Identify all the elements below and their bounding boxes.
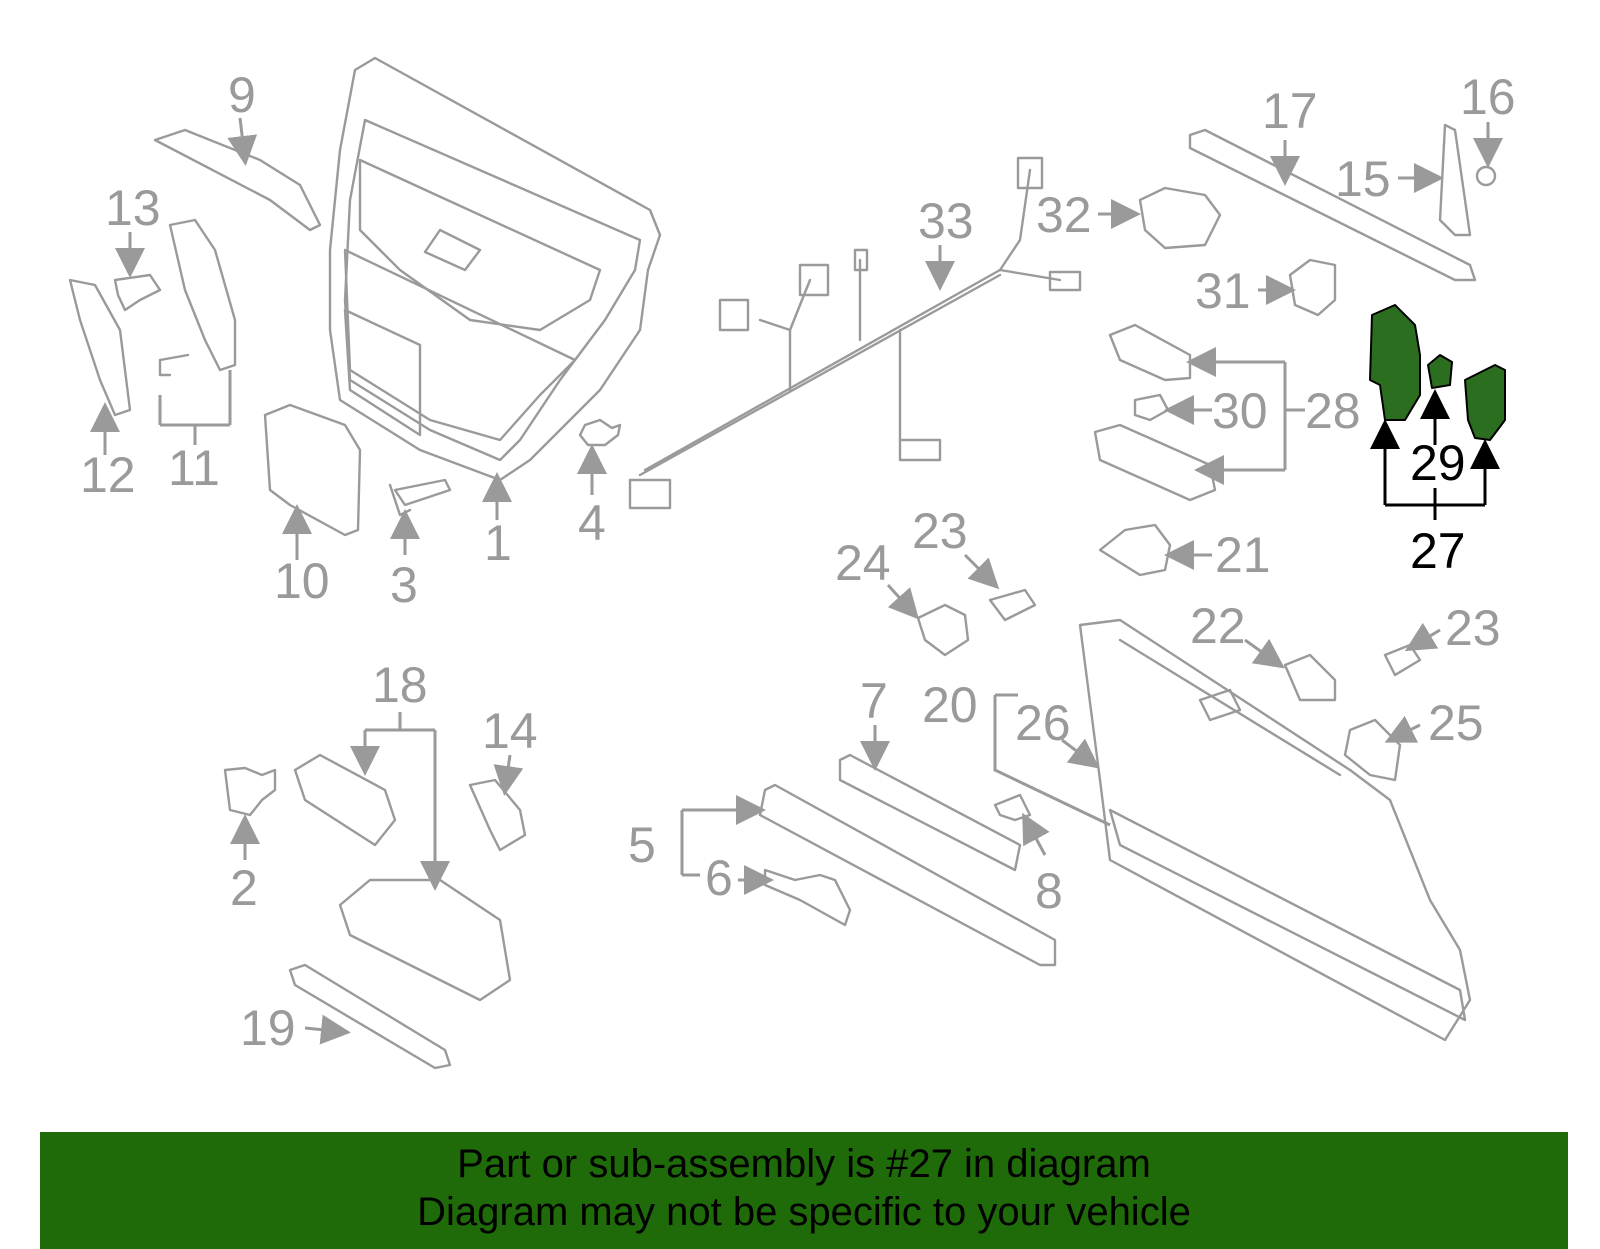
callout-14: 14: [482, 703, 538, 759]
sunshade: [1078, 618, 1472, 1042]
banner-line-2: Diagram may not be specific to your vehi…: [417, 1190, 1191, 1234]
callout-2: 2: [230, 860, 258, 916]
lamp-housing-top: [1108, 323, 1192, 382]
clip-22: [1283, 653, 1337, 702]
leader-lines-27: [1370, 389, 1500, 520]
triangle-trim: [1438, 123, 1472, 237]
bulb-29: [1427, 354, 1453, 389]
armrest-housing: [338, 878, 512, 1002]
callout-22: 22: [1190, 598, 1246, 654]
info-banner: Part or sub-assembly is #27 in diagram D…: [40, 1132, 1568, 1249]
trim-strip: [153, 128, 322, 232]
pad-23a: [988, 588, 1037, 622]
pillar-trim: [68, 278, 132, 417]
callout-23b: 23: [1445, 600, 1501, 656]
callout-8: 8: [1035, 863, 1063, 919]
screw: [158, 353, 190, 377]
callout-16: 16: [1460, 69, 1516, 125]
part-27-assembly: [1369, 304, 1506, 441]
clip-8: [993, 793, 1032, 822]
bracket-25: [1343, 718, 1402, 782]
callout-21: 21: [1215, 527, 1271, 583]
switch-module: [1138, 186, 1222, 250]
clip: [113, 273, 162, 312]
callout-20: 20: [922, 677, 978, 733]
callout-31: 31: [1195, 263, 1251, 319]
bracket: [1098, 523, 1172, 577]
callout-11: 11: [168, 440, 220, 496]
lamp-housing: [1369, 304, 1421, 421]
callout-26: 26: [1015, 695, 1071, 751]
callout-13: 13: [105, 180, 161, 236]
lens-29: [1464, 364, 1506, 441]
callout-25: 25: [1428, 695, 1484, 751]
callout-17: 17: [1262, 83, 1318, 139]
callout-4: 4: [578, 495, 606, 551]
switch-cover: [1288, 258, 1337, 317]
callout-30: 30: [1212, 383, 1268, 439]
handle-cup: [293, 753, 397, 847]
callout-24: 24: [835, 535, 891, 591]
callout-3: 3: [390, 557, 418, 613]
push-clip: [578, 418, 622, 447]
lamp-lens: [1093, 423, 1217, 502]
trim-19: [288, 963, 452, 1070]
callout-29: 29: [1410, 435, 1466, 491]
wiring-harness: [628, 156, 1082, 510]
callout-5: 5: [628, 817, 656, 873]
callout-28: 28: [1305, 383, 1361, 439]
callout-12: 12: [80, 447, 136, 503]
speaker-cover: [263, 403, 362, 537]
banner-line-1: Part or sub-assembly is #27 in diagram: [457, 1142, 1151, 1186]
sill-strip: [758, 783, 1057, 967]
handle-bracket: [168, 218, 237, 372]
callout-18: 18: [372, 657, 428, 713]
callout-19: 19: [240, 1000, 296, 1056]
callout-15: 15: [1335, 151, 1391, 207]
callout-6: 6: [705, 850, 733, 906]
pad-23b: [1383, 643, 1422, 677]
callout-1: 1: [484, 515, 512, 571]
callout-32: 32: [1036, 187, 1092, 243]
window-strip: [1188, 128, 1477, 282]
bulb: [1133, 393, 1170, 422]
callout-9: 9: [228, 67, 256, 123]
switch-2: [223, 766, 277, 817]
callout-10: 10: [274, 553, 330, 609]
leader-lines: [90, 117, 1503, 1045]
clip-24: [916, 603, 970, 657]
callout-33: 33: [918, 193, 974, 249]
callout-7: 7: [860, 673, 888, 729]
callout-23a: 23: [912, 503, 968, 559]
bracket-6: [763, 868, 852, 927]
bolt: [388, 478, 452, 517]
cover-14: [468, 778, 527, 852]
callout-27: 27: [1410, 523, 1466, 579]
door-trim-panel: [328, 56, 662, 482]
trim-strip-7: [838, 753, 1022, 872]
callout-labels: 9 13 12 11 10 3 1 4 33 32 17 16 15 31 30…: [80, 67, 1516, 1056]
grommet: [1475, 165, 1497, 187]
